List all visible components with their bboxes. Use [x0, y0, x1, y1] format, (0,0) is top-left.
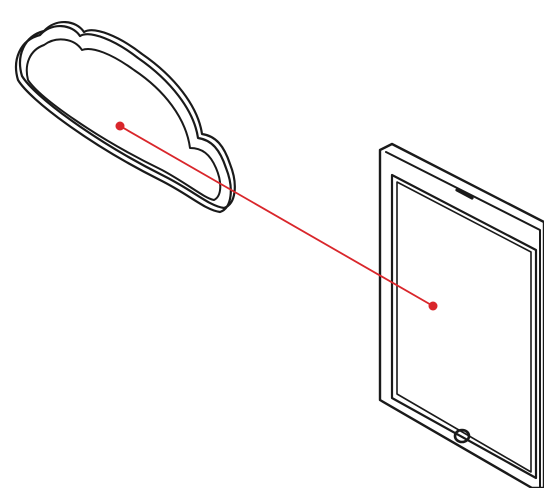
tablet-camera-slot	[455, 188, 474, 200]
tablet-edge-outline	[385, 151, 541, 488]
tablet-screen-inner-outline	[396, 181, 532, 473]
tablet-screen-outline	[390, 173, 538, 480]
sync-connector	[115, 121, 438, 311]
tablet-home-button	[453, 428, 471, 444]
cloud-icon	[14, 21, 236, 214]
cloud-back-outline	[18, 21, 236, 210]
tablet-icon	[378, 142, 544, 488]
connector-line	[119, 125, 434, 307]
connector-end-dot	[428, 301, 438, 311]
connector-start-dot	[115, 121, 125, 131]
cloud-inner-outline	[25, 38, 222, 201]
cloud-front-outline	[14, 25, 232, 214]
tablet-body-outline	[378, 142, 544, 488]
